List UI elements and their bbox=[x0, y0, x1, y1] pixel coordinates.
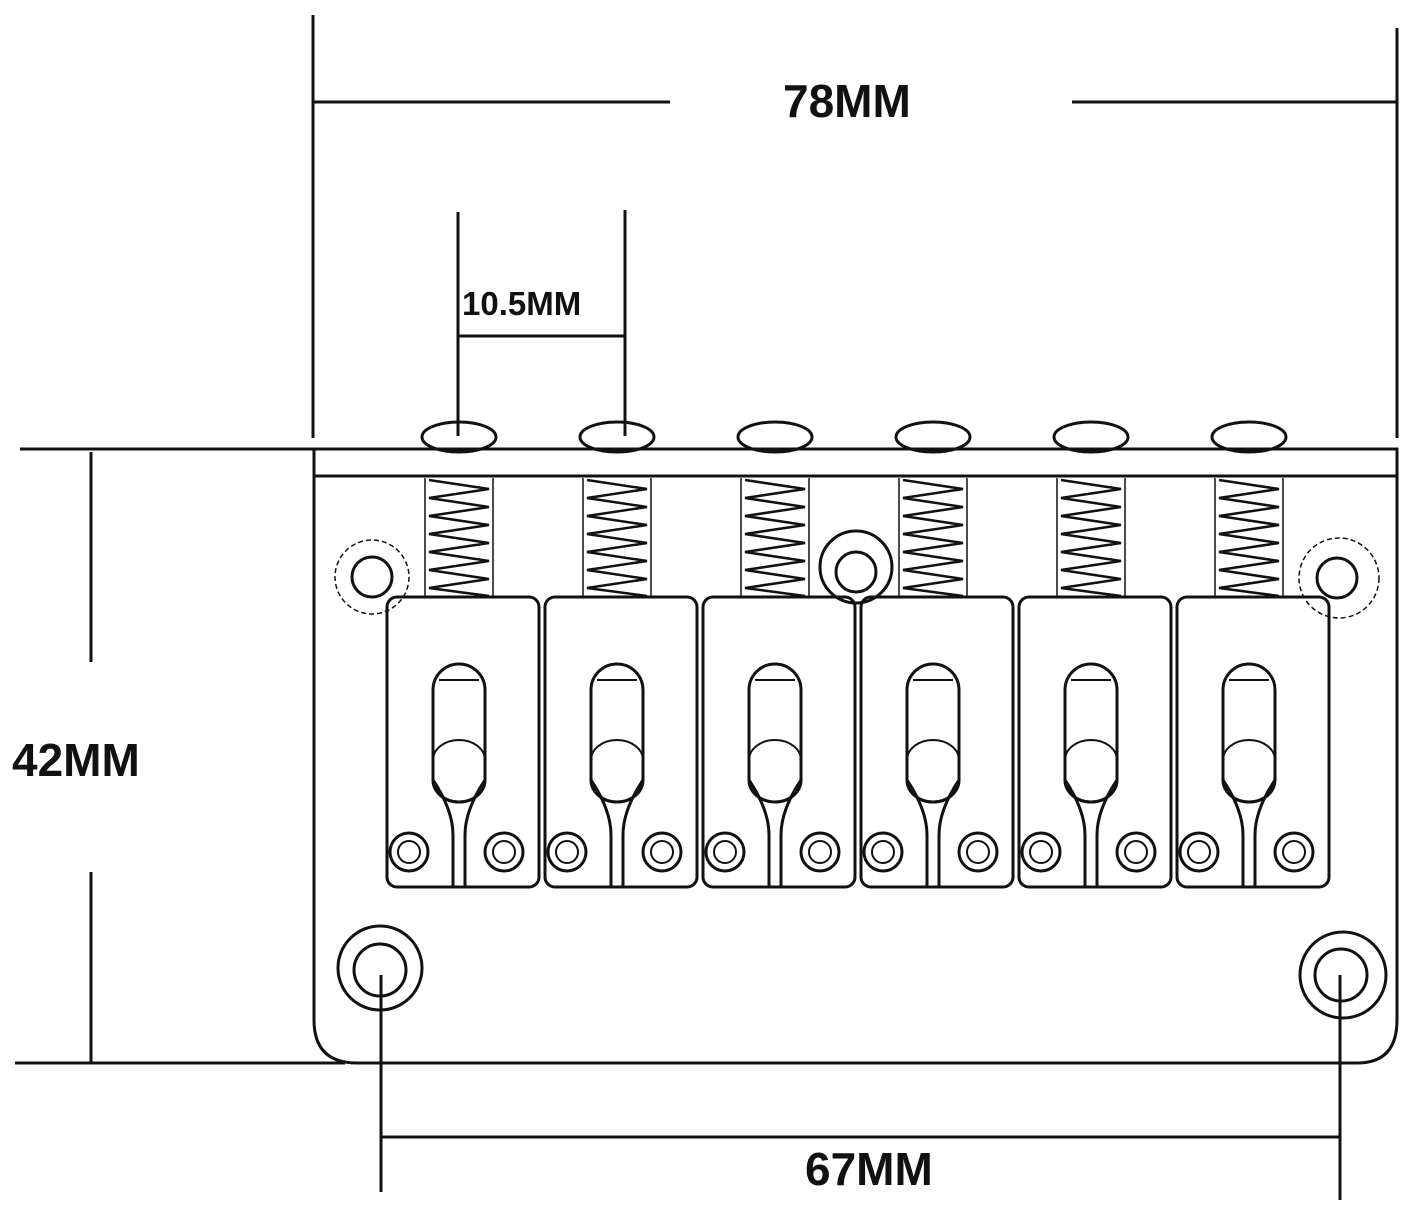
height-screw bbox=[483, 831, 525, 873]
saddle-body bbox=[385, 595, 541, 889]
height-screw-hex bbox=[1029, 840, 1053, 864]
spring bbox=[744, 478, 806, 598]
height-screw bbox=[957, 831, 999, 873]
height-screw-hex bbox=[871, 840, 895, 864]
upper-left-mount-hole bbox=[334, 539, 410, 615]
slot-neck bbox=[431, 779, 487, 887]
slot-inner-curve bbox=[906, 739, 960, 761]
saddle-1 bbox=[385, 420, 541, 889]
spring bbox=[1060, 478, 1122, 598]
lower-right-mount-hole bbox=[1298, 930, 1388, 1020]
height-dimension bbox=[15, 447, 345, 1065]
height-screw-hex bbox=[1187, 840, 1211, 864]
saddle-4 bbox=[859, 420, 1015, 889]
height-screw-hex bbox=[397, 840, 421, 864]
saddle-body bbox=[701, 595, 857, 889]
saddle-body bbox=[1175, 595, 1331, 889]
screw-head bbox=[1052, 420, 1130, 454]
slot-neck bbox=[1221, 779, 1277, 887]
height-screw bbox=[388, 831, 430, 873]
saddle-5 bbox=[1017, 420, 1173, 889]
saddle-body bbox=[543, 595, 699, 889]
upper-right-mount-hole bbox=[1298, 537, 1380, 619]
saddle-slot bbox=[589, 662, 645, 804]
slot-inner-curve bbox=[590, 739, 644, 761]
spring bbox=[902, 478, 964, 598]
height-screw bbox=[799, 831, 841, 873]
spring bbox=[1218, 478, 1280, 598]
saddle-slot bbox=[905, 662, 961, 804]
height-screw bbox=[862, 831, 904, 873]
saddle-2 bbox=[543, 420, 699, 889]
spring bbox=[586, 478, 648, 598]
slot-inner-curve bbox=[748, 739, 802, 761]
height-screw bbox=[1115, 831, 1157, 873]
height-label: 42MM bbox=[12, 734, 140, 786]
center-mount-hole bbox=[818, 529, 894, 605]
slot-neck bbox=[1063, 779, 1119, 887]
height-screw-hex bbox=[650, 840, 674, 864]
slot-neck bbox=[905, 779, 961, 887]
saddle-group bbox=[385, 420, 1331, 889]
slot-neck bbox=[589, 779, 645, 887]
height-screw-hex bbox=[555, 840, 579, 864]
saddle-body bbox=[1017, 595, 1173, 889]
base-plate bbox=[312, 447, 1399, 1065]
spacing-label: 10.5MM bbox=[462, 285, 582, 322]
slot-neck bbox=[747, 779, 803, 887]
screw-head bbox=[894, 420, 972, 454]
height-screw bbox=[546, 831, 588, 873]
string-spacing-dimension bbox=[456, 210, 627, 436]
saddle-3 bbox=[701, 420, 857, 889]
saddle-slot bbox=[1221, 662, 1277, 804]
width-label: 78MM bbox=[783, 75, 911, 127]
height-screw-hex bbox=[808, 840, 832, 864]
saddle-slot bbox=[431, 662, 487, 804]
height-screw bbox=[704, 831, 746, 873]
screw-head bbox=[736, 420, 814, 454]
height-screw bbox=[1273, 831, 1315, 873]
height-screw bbox=[1178, 831, 1220, 873]
height-screw-hex bbox=[492, 840, 516, 864]
screw-head bbox=[1210, 420, 1288, 454]
height-screw-hex bbox=[1124, 840, 1148, 864]
saddle-body bbox=[859, 595, 1015, 889]
spring bbox=[428, 478, 490, 598]
saddle-6 bbox=[1175, 420, 1331, 889]
mount-spacing-label: 67MM bbox=[805, 1143, 933, 1195]
saddle-slot bbox=[1063, 662, 1119, 804]
screw-head bbox=[420, 420, 498, 454]
saddle-slot bbox=[747, 662, 803, 804]
slot-inner-curve bbox=[1064, 739, 1118, 761]
width-dimension bbox=[311, 15, 1399, 438]
height-screw-hex bbox=[713, 840, 737, 864]
height-screw-hex bbox=[1282, 840, 1306, 864]
height-screw bbox=[1020, 831, 1062, 873]
height-screw bbox=[641, 831, 683, 873]
screw-head bbox=[578, 420, 656, 454]
height-screw-hex bbox=[966, 840, 990, 864]
slot-inner-curve bbox=[432, 739, 486, 761]
lower-left-mount-hole bbox=[336, 924, 424, 1012]
slot-inner-curve bbox=[1222, 739, 1276, 761]
